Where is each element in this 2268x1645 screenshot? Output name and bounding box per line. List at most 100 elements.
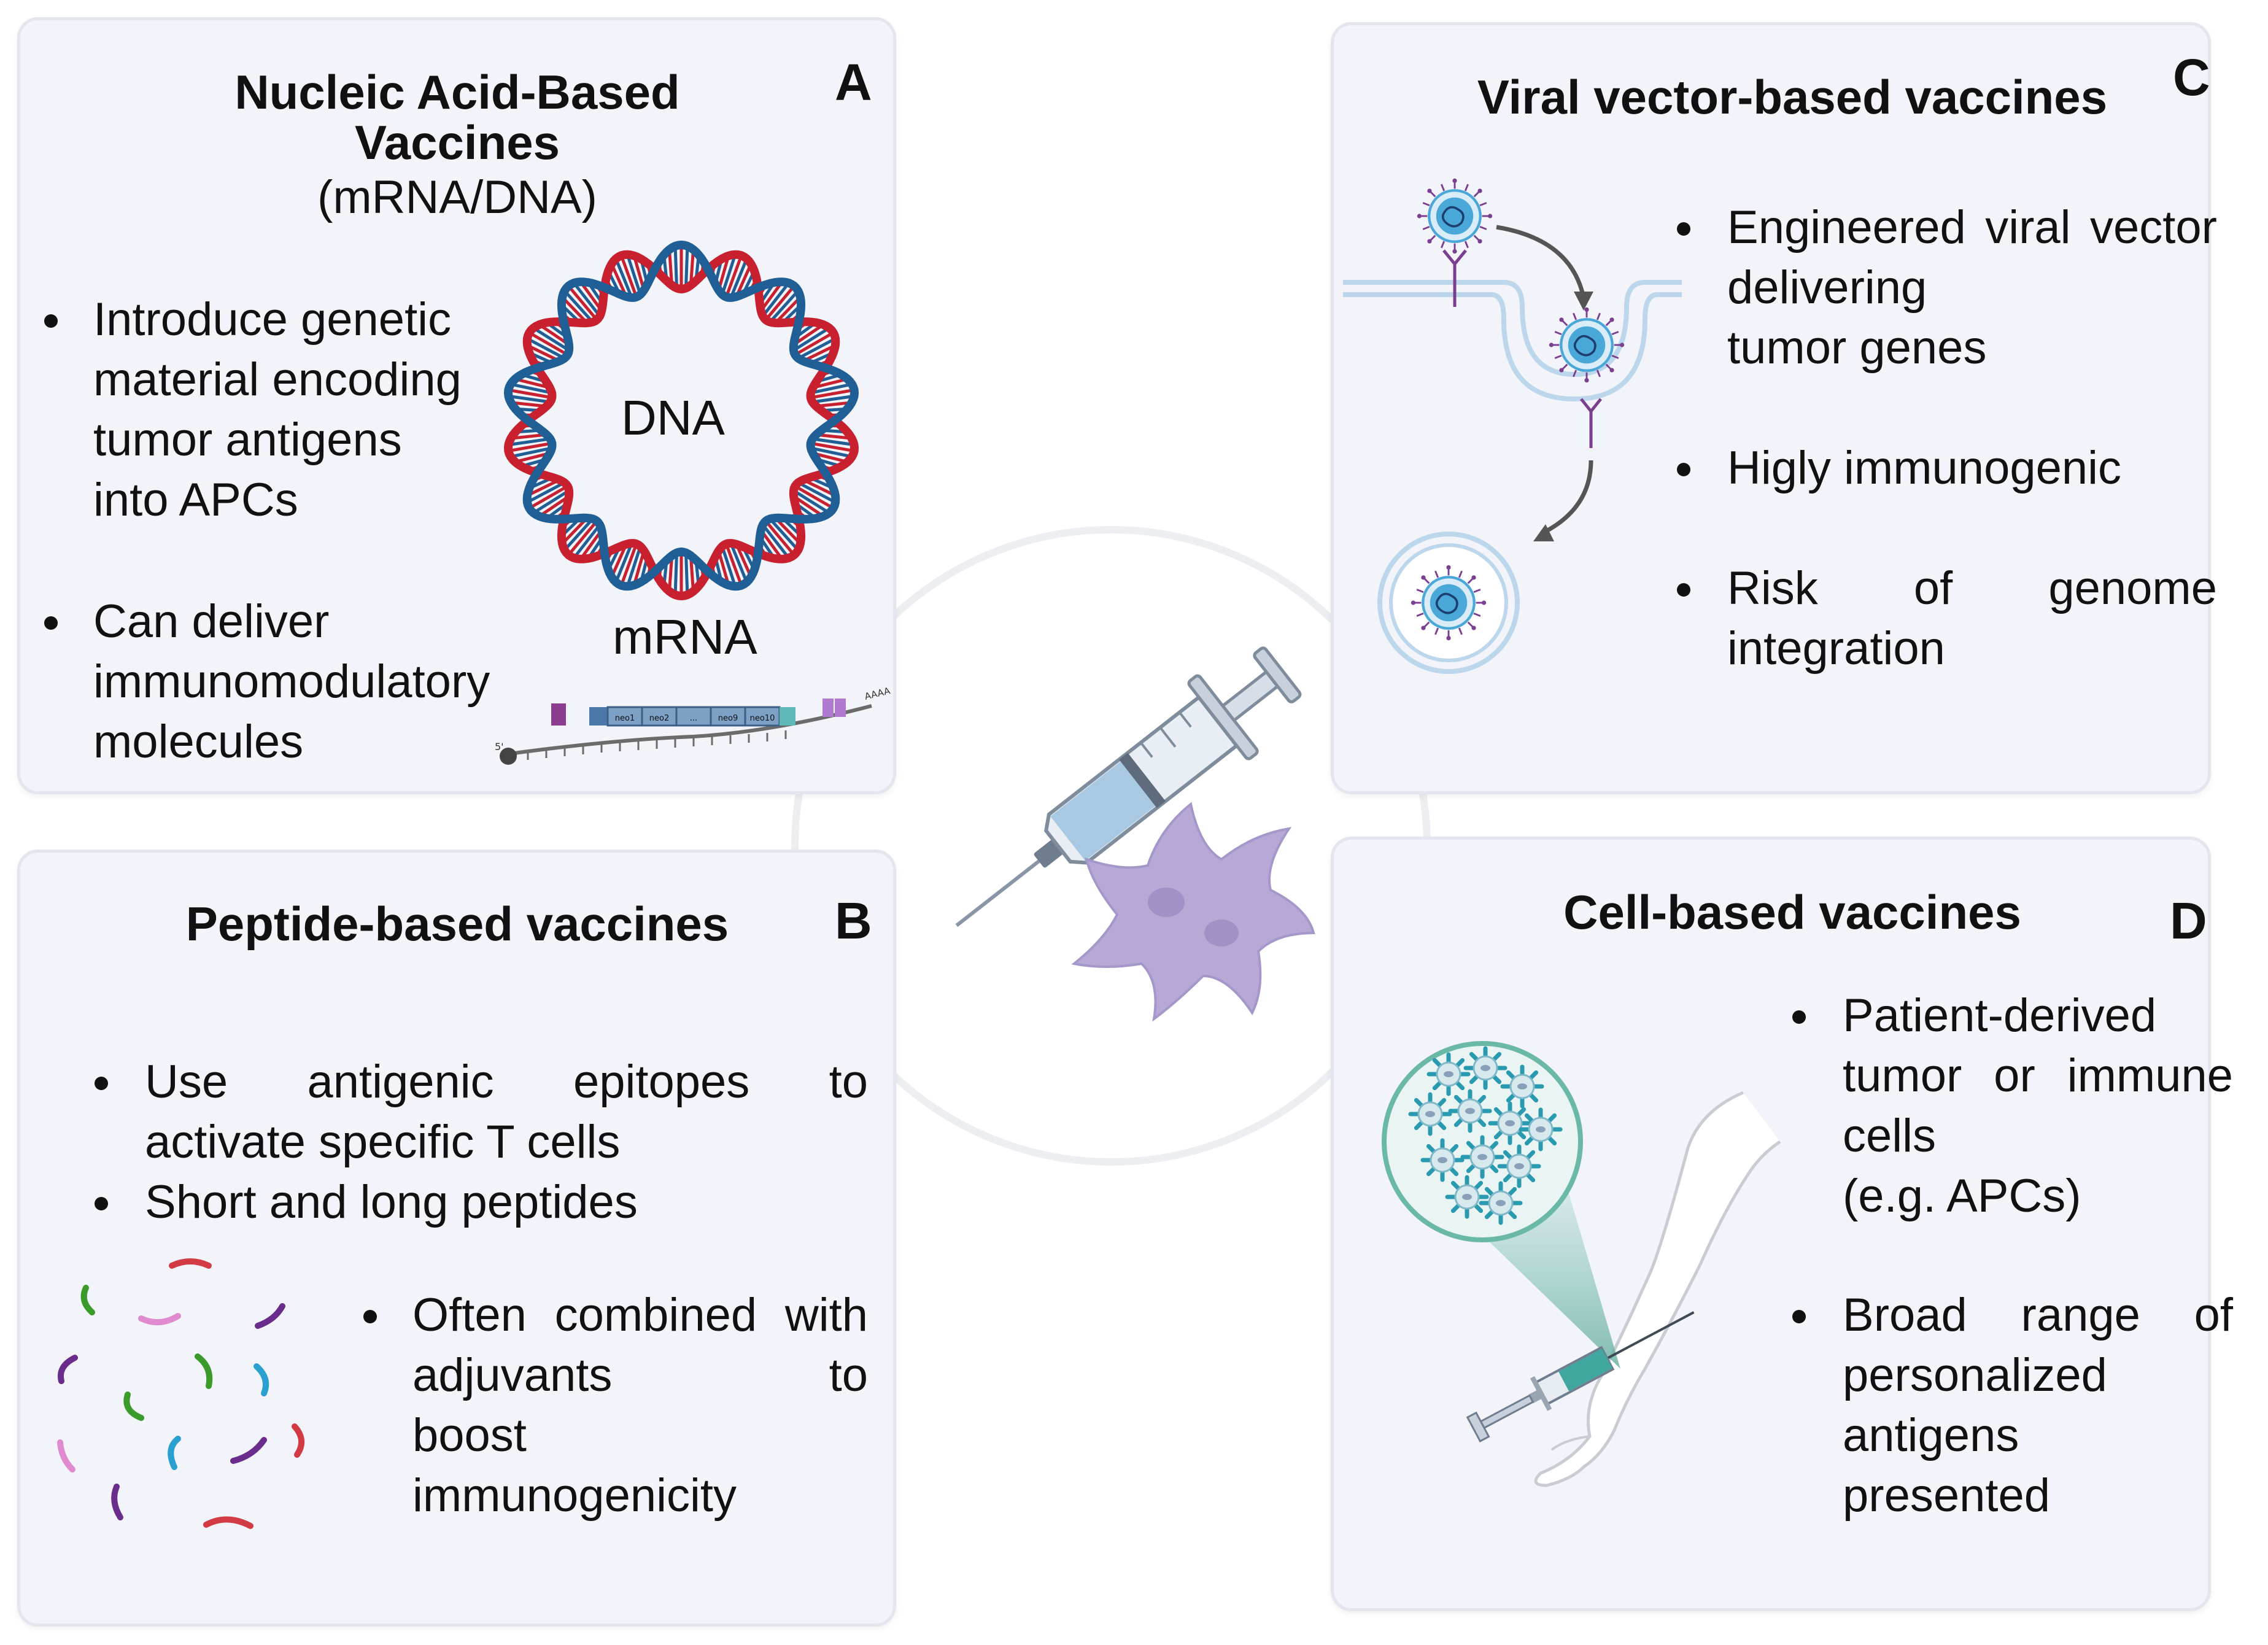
b-b3-l1: Often combined bbox=[412, 1289, 757, 1341]
cell-cluster-icon bbox=[1519, 1107, 1563, 1152]
dna-rung bbox=[797, 481, 837, 504]
dna-rung bbox=[812, 437, 854, 447]
c-b3-l2: integration bbox=[1727, 622, 1945, 675]
c-b1-l2: vector delivering bbox=[1727, 201, 2217, 314]
dna-rung bbox=[810, 441, 855, 453]
dna-rung bbox=[610, 543, 628, 578]
c-b1-l3: tumor genes bbox=[1727, 322, 1987, 374]
dna-rung bbox=[792, 323, 824, 346]
peptide-icon bbox=[57, 1258, 304, 1529]
dna-rung bbox=[567, 285, 598, 321]
a-b1-l4: into APCs bbox=[93, 474, 298, 526]
mrna-seg-2: neo2 bbox=[649, 714, 669, 723]
cell-cluster-icon bbox=[1448, 1089, 1492, 1133]
panel-d-title: Cell-based vaccines bbox=[1563, 885, 2021, 939]
dna-rung bbox=[573, 524, 602, 559]
panel-c-bullet-2: Higly immunogenic bbox=[1727, 442, 2122, 494]
panel-a-title-line2: Vaccines bbox=[355, 115, 560, 169]
dna-rung bbox=[619, 543, 638, 586]
dna-rung bbox=[668, 555, 674, 592]
dna-rung bbox=[625, 254, 642, 295]
dna-rung bbox=[810, 446, 853, 459]
panel-a-bullet-dot-2 bbox=[44, 616, 58, 630]
d-b2-l3: antigens bbox=[1843, 1409, 2019, 1461]
mrna-strand-icon: neo1 neo2 ... neo9 neo10 5' AAAA bbox=[495, 685, 892, 765]
b-b3-l3: boost bbox=[412, 1409, 527, 1461]
dna-rung bbox=[717, 255, 730, 291]
d-b2-l1: Broad range of bbox=[1843, 1289, 2233, 1341]
dna-rung bbox=[563, 517, 594, 551]
panel-c-bullet-dot-3 bbox=[1677, 583, 1690, 597]
panel-b-bullet-dot-1 bbox=[95, 1077, 108, 1090]
panel-d-bullet-dot-1 bbox=[1792, 1010, 1806, 1024]
dna-rung bbox=[526, 337, 565, 360]
dna-rung bbox=[768, 290, 800, 323]
d-b1-l3: immune cells bbox=[1843, 1050, 2233, 1162]
dna-rung bbox=[614, 258, 633, 298]
cell-cluster-icon bbox=[1500, 1064, 1544, 1109]
dna-rung bbox=[511, 433, 547, 440]
dna-rung bbox=[528, 331, 568, 357]
mrna-label: mRNA bbox=[613, 610, 757, 664]
d-b1-l4: (e.g. APCs) bbox=[1843, 1170, 2081, 1222]
dna-label: DNA bbox=[621, 390, 725, 445]
panel-a-title-line1: Nucleic Acid-Based bbox=[234, 65, 680, 119]
cell-cluster-icon bbox=[1463, 1046, 1507, 1090]
dna-rung bbox=[816, 433, 852, 440]
dna-plasmid-icon bbox=[504, 241, 859, 600]
panel-b-title: Peptide-based vaccines bbox=[185, 897, 729, 951]
panel-peptide bbox=[17, 850, 896, 1627]
dna-rung bbox=[510, 446, 552, 459]
dna-rung bbox=[774, 517, 802, 545]
b-b1-l2: activate specific T cells bbox=[145, 1116, 621, 1168]
panel-a-letter: A bbox=[835, 53, 872, 111]
a-b1-l1: Introduce genetic bbox=[93, 293, 452, 346]
cell-cluster-icon bbox=[1479, 1181, 1523, 1225]
dna-rung bbox=[797, 337, 837, 360]
dna-rung bbox=[563, 290, 594, 323]
dna-rung bbox=[768, 517, 800, 551]
dna-rung bbox=[632, 255, 646, 291]
mrna-tail: AAAA bbox=[864, 685, 892, 702]
dna-rung bbox=[619, 255, 638, 298]
panel-d-bullet-1: Patient-derived tumor or immune cells (e… bbox=[1843, 986, 2233, 1226]
c-b1-l1: Engineered viral bbox=[1727, 201, 2071, 254]
panel-c-bullet-dot-2 bbox=[1677, 463, 1690, 476]
dna-rung bbox=[761, 282, 790, 317]
dna-rung bbox=[528, 484, 568, 510]
panel-b-letter: B bbox=[835, 892, 872, 950]
mrna-seg-3: ... bbox=[690, 714, 697, 723]
dna-rung bbox=[717, 550, 730, 586]
dna-rung bbox=[567, 520, 598, 556]
cell-cluster-icon bbox=[1408, 1092, 1452, 1136]
cell-cluster-icon bbox=[1497, 1144, 1541, 1188]
dna-rung bbox=[774, 296, 802, 324]
dna-rung bbox=[673, 552, 678, 595]
a-b1-l3: tumor antigens bbox=[93, 414, 402, 466]
mrna-five-prime: 5' bbox=[495, 741, 504, 753]
dna-rung bbox=[802, 344, 836, 363]
arm-injection-icon bbox=[1382, 1041, 1781, 1487]
dna-rung bbox=[759, 281, 784, 312]
dna-rung bbox=[526, 481, 565, 504]
panel-b-bullet-3: Often combined with adjuvants to boost i… bbox=[412, 1285, 868, 1526]
dna-rung bbox=[514, 377, 551, 390]
dna-rung bbox=[514, 451, 551, 463]
cell-cluster-icon bbox=[1445, 1175, 1489, 1219]
dna-rung bbox=[610, 263, 628, 298]
panel-a-subtitle: (mRNA/DNA) bbox=[317, 171, 597, 223]
dna-rung bbox=[802, 478, 836, 497]
panel-b-bullet-dot-3 bbox=[363, 1310, 377, 1323]
dna-rung bbox=[579, 281, 603, 312]
dna-rung bbox=[532, 489, 570, 514]
dna-rung bbox=[684, 246, 689, 288]
dna-rung bbox=[792, 489, 830, 514]
dna-rung bbox=[510, 382, 552, 395]
dna-rung bbox=[792, 495, 824, 518]
c-b3-l1: Risk of genome bbox=[1727, 562, 2217, 614]
dna-rung bbox=[625, 546, 642, 587]
dna-rung bbox=[812, 451, 848, 463]
dna-rung bbox=[561, 296, 589, 324]
panel-b-bullet-dot-2 bbox=[95, 1197, 108, 1210]
cell-cluster-icon bbox=[1488, 1101, 1532, 1145]
